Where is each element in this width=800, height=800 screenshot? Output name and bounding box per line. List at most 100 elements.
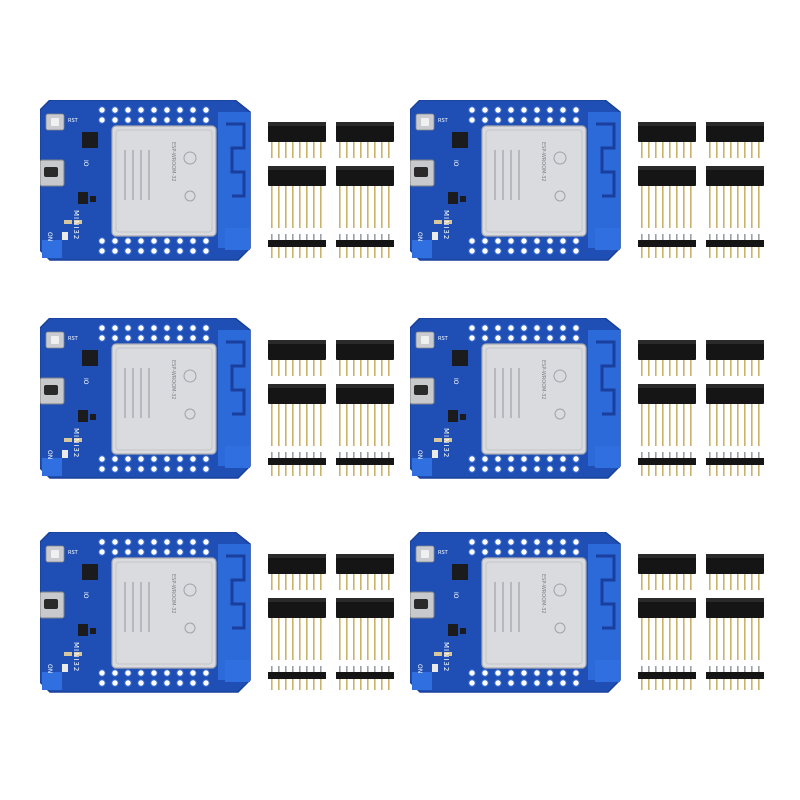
header-pin [346,360,348,376]
header-pin [751,618,753,634]
female-header-body [336,384,394,404]
header-pin [709,464,711,476]
header-pin [737,404,739,420]
corner-pad [225,228,250,250]
header-pin [716,404,718,420]
header-pin [737,420,739,446]
through-hole [572,669,580,677]
certification-logo-icon [184,622,196,634]
header-pin [339,666,341,672]
header-top-edge [638,340,696,344]
through-hole [137,465,145,473]
header-top-edge [706,598,764,602]
header-pin [320,420,322,446]
header-pin [723,420,725,446]
corner-pad [42,240,62,258]
header-pin [683,246,685,258]
header-pin [353,202,355,228]
header-pin [744,666,746,672]
smd-resistor [434,652,442,656]
through-hole [124,465,132,473]
header-pin [339,234,341,240]
header-pin [648,574,650,590]
header-pin [285,574,287,590]
header-pin [353,574,355,590]
header-pin [285,618,287,634]
through-hole [533,465,541,473]
header-pin [641,202,643,228]
through-hole [481,455,489,463]
header-pin [285,246,287,258]
led [62,664,68,672]
header-pin [360,186,362,202]
header-pin [271,464,273,476]
led [62,450,68,458]
header-pin [751,234,753,240]
male-header-body [268,458,326,465]
through-hole [124,548,132,556]
header-pin [690,234,692,240]
header-pin [716,666,718,672]
through-hole [150,334,158,342]
header-top-edge [268,340,326,344]
header-pin [744,634,746,660]
header-pin [299,360,301,376]
shield-text-line [148,368,150,418]
through-hole [189,669,197,677]
header-pin [744,404,746,420]
through-hole [150,237,158,245]
header-pin [313,452,315,458]
through-hole [468,548,476,556]
header-pin [292,142,294,158]
header-pin [716,452,718,458]
header-pin [381,404,383,420]
header-pin [353,618,355,634]
espressif-logo-icon [183,151,197,165]
header-pin [339,142,341,158]
through-hole [150,538,158,546]
through-hole [98,324,106,332]
header-pin [381,574,383,590]
male-header-body [336,672,394,679]
female-header-body [706,554,764,574]
through-hole [520,237,528,245]
header-pin [367,360,369,376]
male-header-body [336,458,394,465]
female-header-body [638,598,696,618]
header-pin [655,234,657,240]
header-pin [730,574,732,590]
header-pin [299,574,301,590]
female-header-body [268,340,326,360]
through-hole [507,106,515,114]
header-pin [730,360,732,376]
silk-rst-label: RST [68,336,79,342]
through-hole [546,548,554,556]
through-hole [481,538,489,546]
header-pin [346,234,348,240]
certification-logo-icon [554,622,566,634]
header-pin [306,142,308,158]
header-pin [683,404,685,420]
header-pin [374,202,376,228]
antenna-area [218,544,250,680]
module-label: ESP-WROOM-32 [540,142,546,182]
usb-uart-chip [82,564,98,580]
header-pin [641,186,643,202]
header-pin [360,202,362,228]
header-pin [648,420,650,446]
header-pin [716,420,718,446]
header-pin [278,574,280,590]
smd-resistor [64,652,72,656]
header-pin [367,618,369,634]
through-hole [572,237,580,245]
through-hole [533,116,541,124]
header-pin [648,360,650,376]
header-pin [292,186,294,202]
header-pin [690,452,692,458]
through-hole [468,116,476,124]
header-pin [285,420,287,446]
header-pin [751,142,753,158]
certification-logo-icon [184,408,196,420]
header-pin [320,360,322,376]
